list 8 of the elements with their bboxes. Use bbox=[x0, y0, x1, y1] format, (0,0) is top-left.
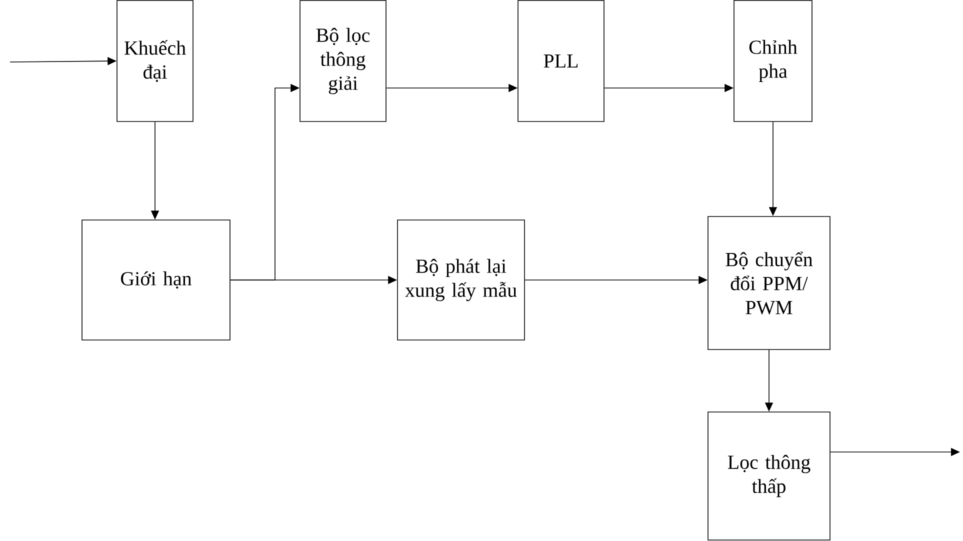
block-box: Khuếch đại bbox=[116, 0, 194, 122]
block-box: Giới hạn bbox=[82, 220, 230, 340]
block-box: Chỉnh pha bbox=[734, 0, 812, 122]
block-box: Bộ lọc thông giải bbox=[300, 0, 386, 122]
block-box: Bộ chuyển đổi PPM/ PWM bbox=[708, 216, 830, 350]
block-box: Lọc thông thấp bbox=[708, 412, 830, 540]
block-box: Bộ phát lại xung lấy mẫu bbox=[397, 220, 525, 340]
block-box: PLL bbox=[518, 0, 604, 122]
